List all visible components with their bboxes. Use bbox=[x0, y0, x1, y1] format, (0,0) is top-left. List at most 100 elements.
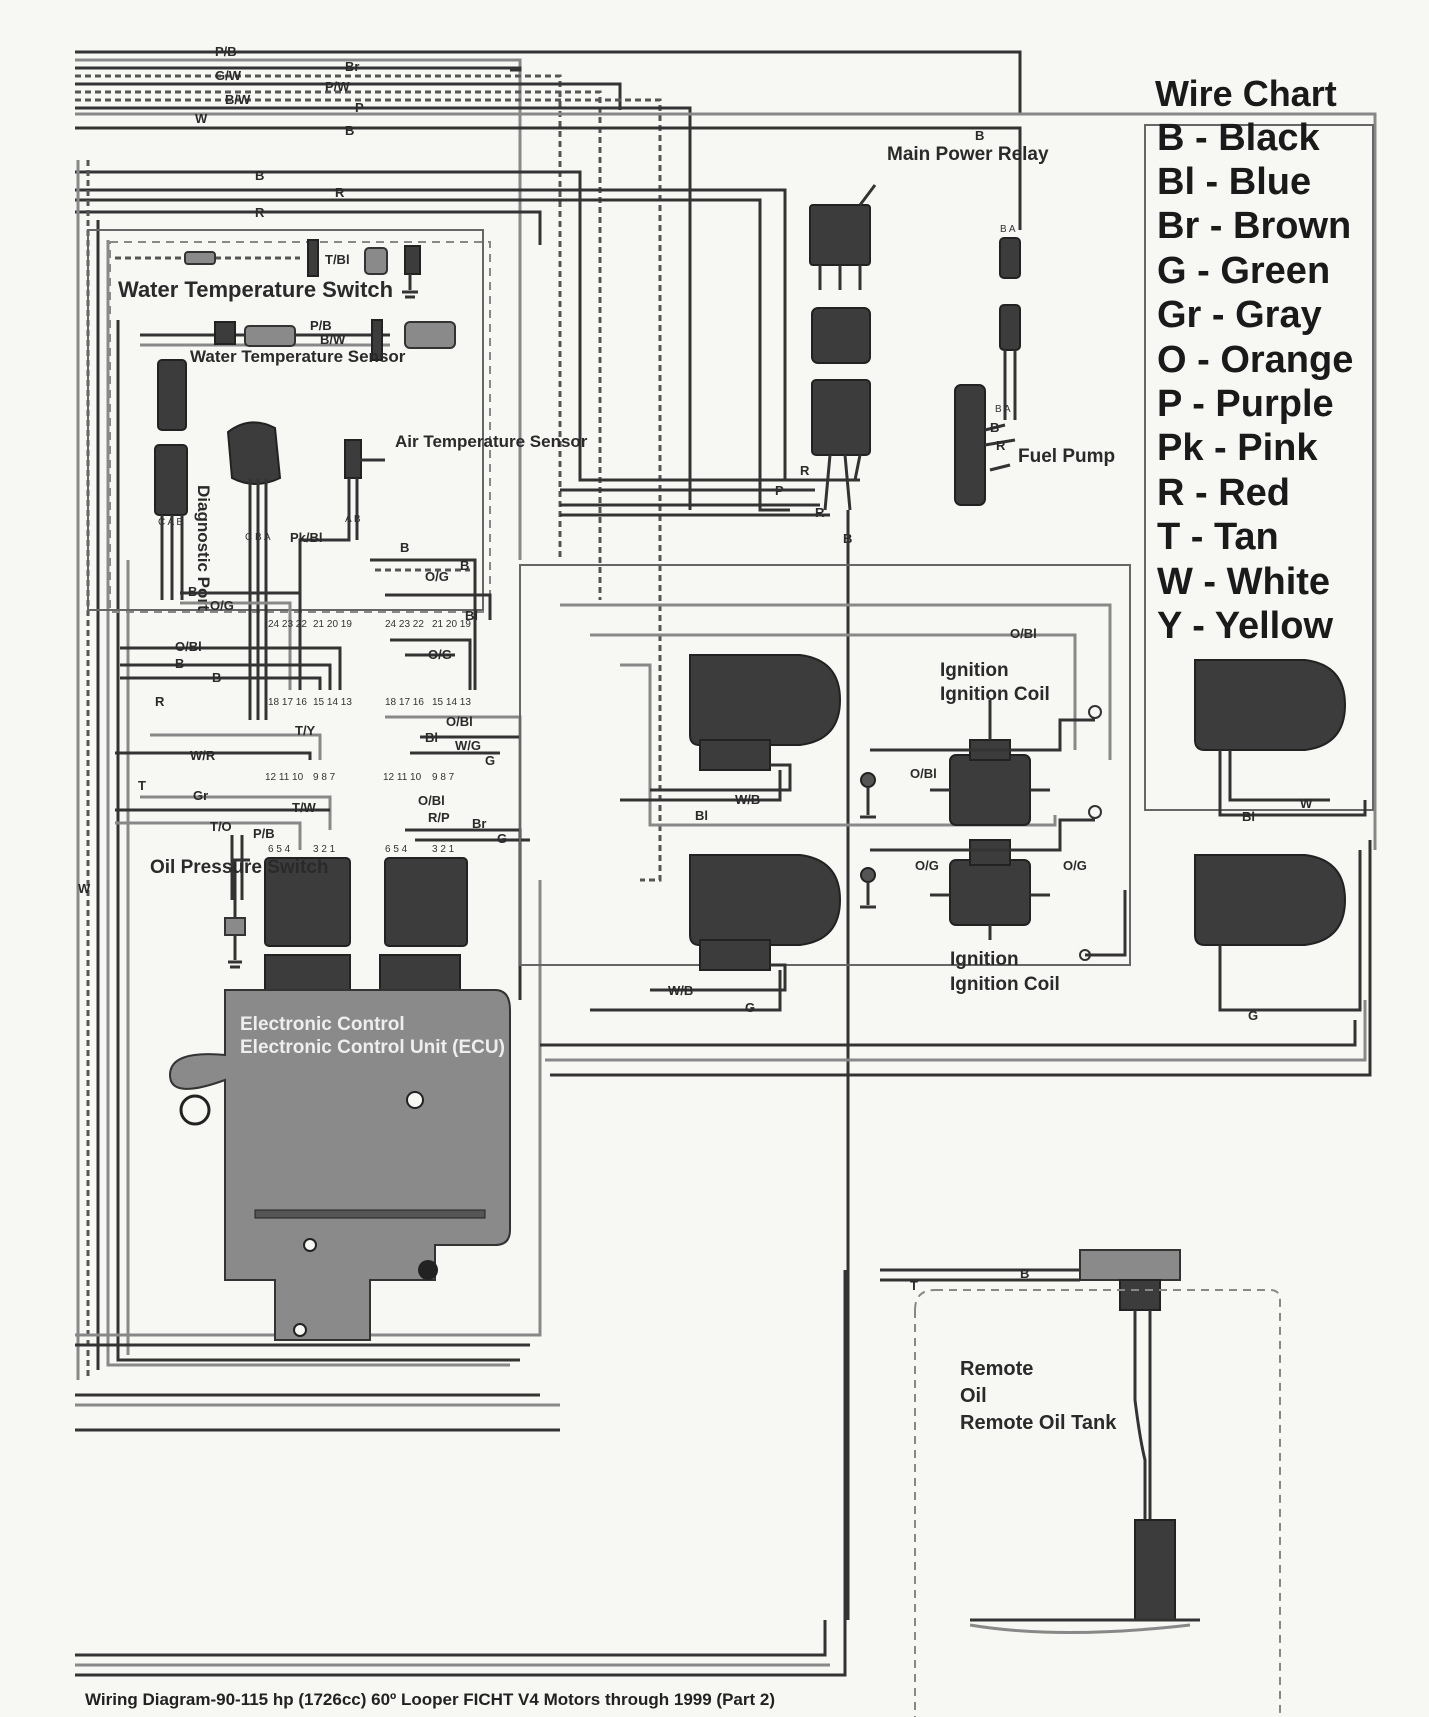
wire-label-bl-inj3: Bl bbox=[1242, 809, 1255, 824]
pin-row-4a: 6 5 4 bbox=[268, 844, 291, 855]
wire-label-b-mid: B bbox=[400, 540, 409, 555]
ecu-harness-left bbox=[115, 591, 342, 900]
ecu-pin-numbers: 24 23 22 21 20 19 18 17 16 15 14 13 12 1… bbox=[265, 619, 471, 855]
wire-label-to: T/O bbox=[210, 819, 232, 834]
fuel-injector-4 bbox=[1194, 850, 1362, 1012]
wire-label-r-relay2: R bbox=[815, 505, 825, 520]
wire-label-r-relay1: R bbox=[800, 463, 810, 478]
label-remote-oil-tank-3: Remote Oil Tank bbox=[960, 1412, 1117, 1434]
wire-chart-item: B - Black bbox=[1157, 117, 1320, 159]
wire-label-pb: P/B bbox=[215, 44, 237, 59]
wire-label-p: P bbox=[355, 100, 364, 115]
pressure-sensor bbox=[226, 421, 282, 720]
wire-chart-item: T - Tan bbox=[1157, 516, 1279, 558]
wire-label-pb-sensor: P/B bbox=[310, 318, 332, 333]
fuel-pump bbox=[954, 237, 1021, 506]
wire-label-bw-sensor: B/W bbox=[320, 332, 346, 347]
wire-label-br: Br bbox=[345, 59, 359, 74]
wire-label-b2: B bbox=[255, 168, 264, 183]
pin-row-5b: 21 20 19 bbox=[432, 619, 471, 630]
label-oil-pressure-switch: Oil Pressure Switch bbox=[150, 857, 328, 878]
ecu-connector-right bbox=[384, 857, 468, 947]
wire-label-bl-mid: Bl bbox=[465, 608, 478, 623]
wire-label-r-left: R bbox=[155, 694, 165, 709]
wire-label-obl-coil2: O/Bl bbox=[910, 766, 937, 781]
fuel-injector-1 bbox=[620, 654, 842, 802]
diagram-caption: Wiring Diagram-90-115 hp (1726cc) 60º Lo… bbox=[85, 1690, 775, 1709]
diagnostic-port-wires bbox=[160, 515, 184, 600]
pin-row-1a: 24 23 22 bbox=[268, 619, 307, 630]
wire-label-pb-low: P/B bbox=[253, 826, 275, 841]
pin-row-2a: 18 17 16 bbox=[268, 697, 307, 708]
air-temperature-sensor bbox=[298, 439, 385, 600]
return-wire-2 bbox=[545, 1000, 1367, 1062]
wire-label-bl-inj1: Bl bbox=[695, 808, 708, 823]
diagnostic-plug bbox=[157, 359, 187, 431]
wire-chart-item: Br - Brown bbox=[1157, 205, 1351, 247]
wire-chart-box bbox=[1144, 124, 1374, 811]
fuel-injector-3 bbox=[1194, 659, 1367, 817]
label-ecu-line1: Electronic Control bbox=[240, 1014, 405, 1035]
label-remote-oil-tank-2: Oil bbox=[960, 1385, 987, 1407]
injector-frame-wire-3 bbox=[620, 663, 1057, 827]
wire-label-g-inj2: G bbox=[745, 1000, 755, 1015]
wire-label-bw: B/W bbox=[225, 92, 251, 107]
pin-row-3a: 12 11 10 bbox=[265, 772, 304, 783]
wire-label-rp: R/P bbox=[428, 810, 450, 825]
wire-label-obl-coil: O/Bl bbox=[1010, 626, 1037, 641]
top-wire-labels: P/B Br G/W P/W B/W P W B B B R R bbox=[195, 44, 984, 220]
injector-frame-wire bbox=[560, 603, 1112, 760]
wire-label-gr-left: Gr bbox=[193, 788, 208, 803]
ground-icon bbox=[1079, 949, 1091, 961]
return-wire-3 bbox=[550, 840, 1372, 1077]
wire-label-b-pump: B bbox=[990, 420, 999, 435]
remote-oil-tank bbox=[880, 1249, 1281, 1717]
pins-diagnostic: C A B bbox=[158, 517, 183, 528]
wire-label-t-tank: T bbox=[910, 1278, 918, 1293]
wire-label-obl-low: O/Bl bbox=[418, 793, 445, 808]
wire-label-t-left: T bbox=[138, 778, 146, 793]
wire-label-br-low: Br bbox=[472, 816, 486, 831]
diagnostic-port bbox=[154, 444, 188, 516]
wire-chart-item: Bl - Blue bbox=[1157, 161, 1311, 203]
wire-chart-item: Gr - Gray bbox=[1157, 294, 1322, 336]
wire-label-b: B bbox=[345, 123, 354, 138]
wire-label-r1: R bbox=[335, 185, 345, 200]
ignition-coil-2 bbox=[860, 805, 1102, 940]
label-ecu: Electronic Control Unit (ECU) bbox=[240, 1037, 505, 1058]
label-main-power-relay: Main Power Relay bbox=[887, 144, 1049, 165]
wire-label-b-left: B bbox=[188, 584, 197, 599]
fuel-injector-2 bbox=[590, 854, 842, 1012]
wire-label-w-left: W bbox=[78, 881, 91, 896]
pin-row-1b: 21 20 19 bbox=[313, 619, 352, 630]
pins-air: A B bbox=[345, 514, 361, 525]
top-harness bbox=[75, 50, 1377, 882]
wire-label-og1: O/G bbox=[425, 569, 449, 584]
relay-feed-wires bbox=[560, 488, 830, 517]
wire-label-wg: W/G bbox=[455, 738, 481, 753]
label-ignition-coil-2: Ignition bbox=[950, 949, 1019, 970]
wire-label-gw: G/W bbox=[215, 68, 242, 83]
wire-label-og-left: O/G bbox=[210, 598, 234, 613]
main-power-relay bbox=[809, 184, 877, 511]
wire-label-tw: T/W bbox=[292, 800, 317, 815]
wire-label-r2: R bbox=[255, 205, 265, 220]
wire-chart-item: O - Orange bbox=[1157, 339, 1353, 381]
pin-row-6b: 15 14 13 bbox=[432, 697, 471, 708]
wire-label-b-mid2: B bbox=[460, 558, 469, 573]
pin-row-6a: 18 17 16 bbox=[385, 697, 424, 708]
label-water-temp-sensor: Water Temperature Sensor bbox=[190, 347, 406, 366]
wire-label-obl-mid: O/Bl bbox=[446, 714, 473, 729]
wire-chart-item: G - Green bbox=[1157, 250, 1330, 292]
sensor-enclosure bbox=[87, 229, 484, 611]
ignition-coil-1 bbox=[860, 700, 1102, 826]
wire-label-bl-mid2: Bl bbox=[425, 730, 438, 745]
pin-row-7a: 12 11 10 bbox=[383, 772, 422, 783]
wire-label-g-mid: G bbox=[485, 753, 495, 768]
wire-label-w: W bbox=[195, 111, 208, 126]
wire-label-og-mid: O/G bbox=[428, 647, 452, 662]
wire-chart-item: R - Red bbox=[1157, 472, 1290, 514]
pin-row-8b: 3 2 1 bbox=[432, 844, 455, 855]
